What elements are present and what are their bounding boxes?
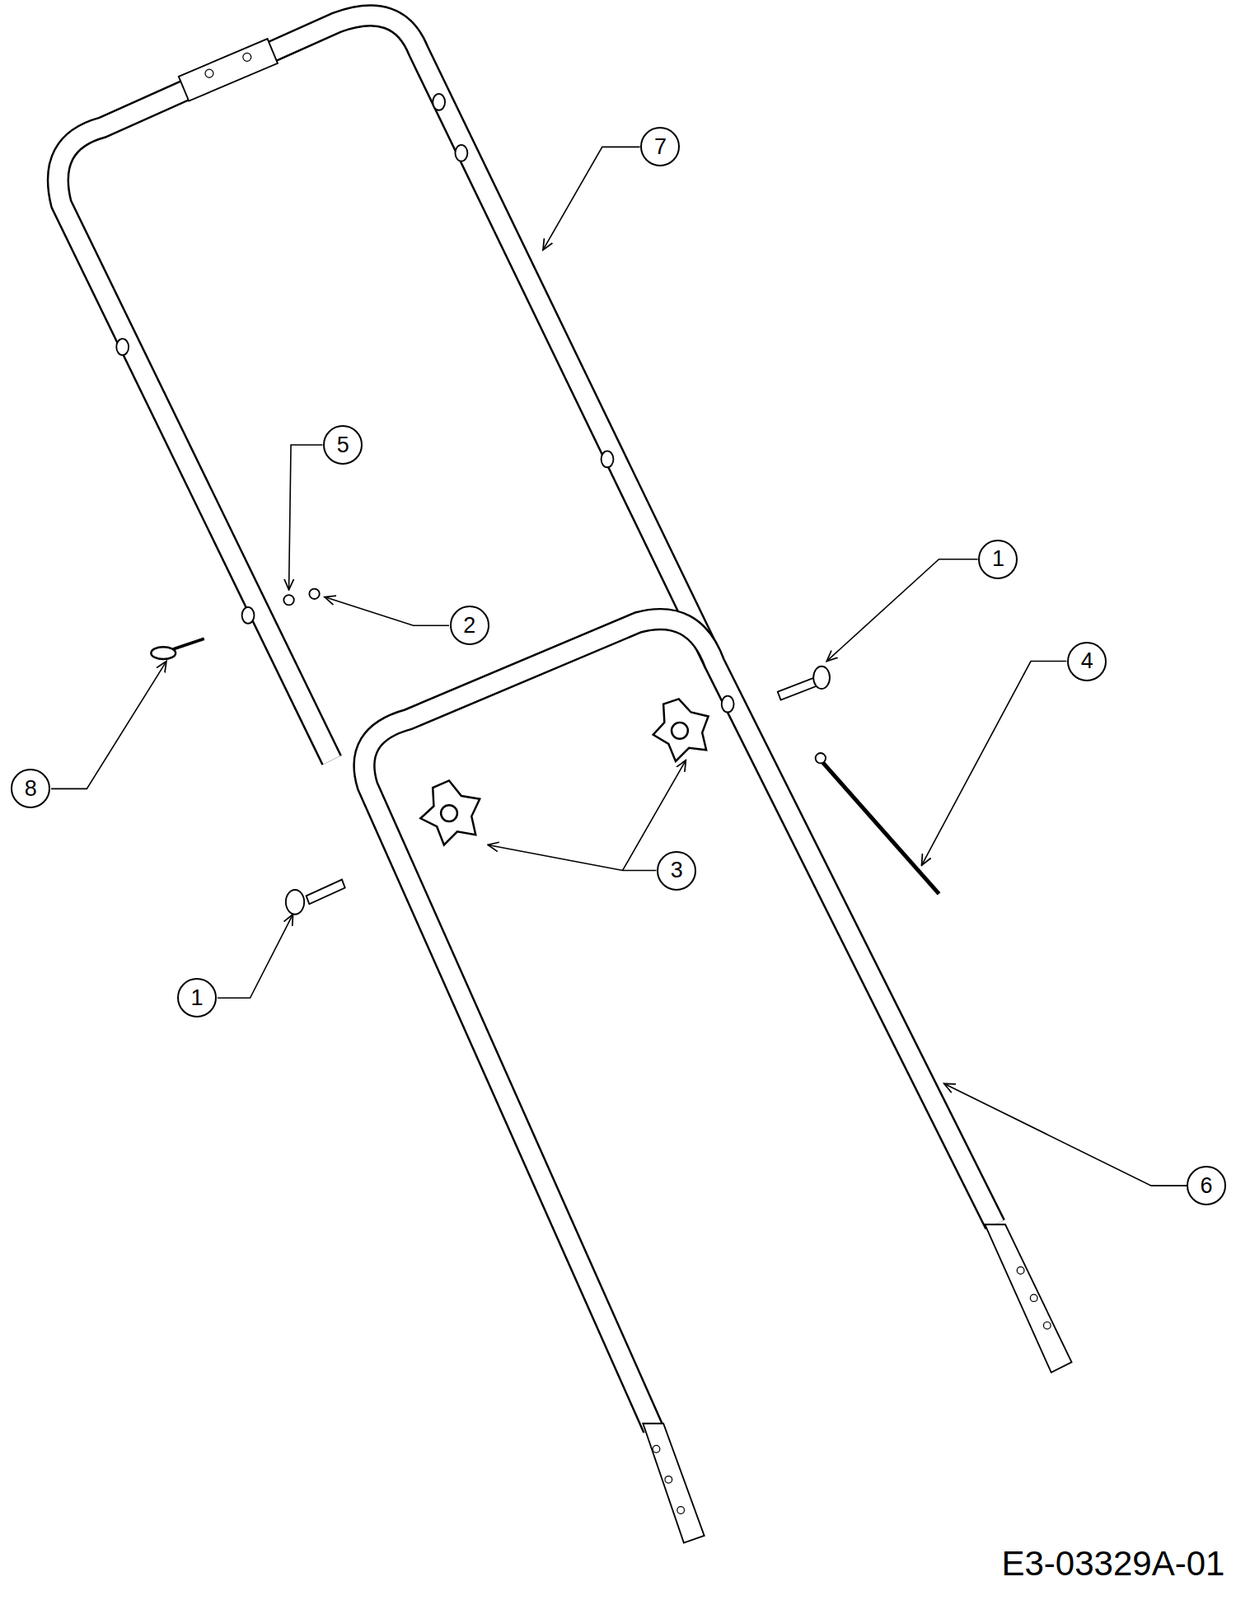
callout-number: 7: [640, 126, 680, 167]
callout-number: 4: [1067, 641, 1107, 682]
callout-number: 2: [449, 605, 490, 646]
callout-number: 3: [656, 851, 697, 891]
drawing-code: E3-03329A-01: [1001, 1544, 1225, 1584]
callout-number: 8: [10, 768, 51, 809]
callout-number: 5: [323, 425, 363, 465]
callout-number: 1: [978, 539, 1018, 580]
callout-number: 6: [1186, 1165, 1227, 1206]
callout-number: 1: [177, 978, 217, 1018]
